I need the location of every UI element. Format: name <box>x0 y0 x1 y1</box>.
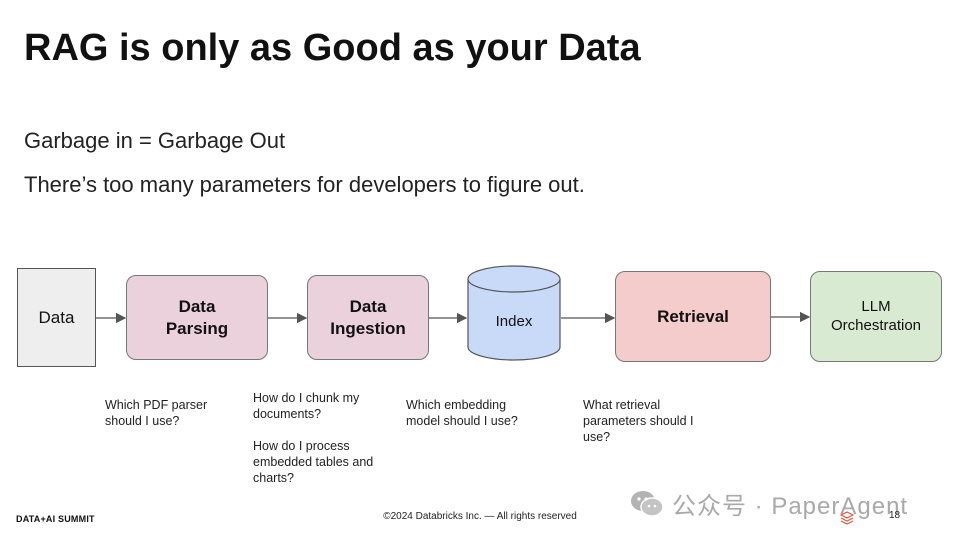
question-pdf-parser: Which PDF parser should I use? <box>105 398 208 428</box>
subtitle-line-2: There’s too many parameters for develope… <box>24 172 585 197</box>
llm-orchestration-box: LLM Orchestration <box>810 271 942 362</box>
question-chunking: How do I chunk my documents? <box>253 391 360 421</box>
data-ingestion-label-line2: Ingestion <box>330 318 406 338</box>
data-box: Data <box>17 268 96 367</box>
index-cylinder <box>467 265 561 361</box>
index-label: Index <box>495 313 533 330</box>
data-ingestion-label-line1: Data <box>349 297 387 317</box>
data-parsing-label-line1: Data <box>178 297 216 317</box>
wechat-icon <box>631 490 664 517</box>
data-parsing-box: Data Parsing <box>126 275 268 360</box>
data-parsing-label-line2: Parsing <box>165 318 229 338</box>
databricks-logo-icon <box>840 511 854 525</box>
llm-label-line2: Orchestration <box>830 316 922 334</box>
question-embedding-model: Which embedding model should I use? <box>406 398 518 428</box>
page-number: 18 <box>889 510 901 521</box>
data-box-label: Data <box>38 307 75 327</box>
retrieval-box: Retrieval <box>615 271 771 362</box>
watermark: 公众号 · PaperAgent <box>630 486 908 521</box>
watermark-text: 公众号 · PaperAgent <box>672 493 909 520</box>
subtitle-line-1: Garbage in = Garbage Out <box>24 128 286 153</box>
footer-copyright-text: ©2024 Databricks Inc. — All rights reser… <box>383 511 577 522</box>
question-tables-charts: How do I process embedded tables and cha… <box>253 439 374 485</box>
retrieval-label: Retrieval <box>657 306 729 326</box>
slide-title: RAG is only as Good as your Data <box>24 27 641 69</box>
footer-brand: DATA+AI SUMMIT <box>16 514 95 524</box>
question-retrieval-params: What retrieval parameters should I use? <box>583 398 694 444</box>
llm-label-line1: LLM <box>861 297 891 315</box>
data-ingestion-box: Data Ingestion <box>307 275 429 360</box>
footer-copyright: ©2024 Databricks Inc. — All rights reser… <box>0 511 960 522</box>
